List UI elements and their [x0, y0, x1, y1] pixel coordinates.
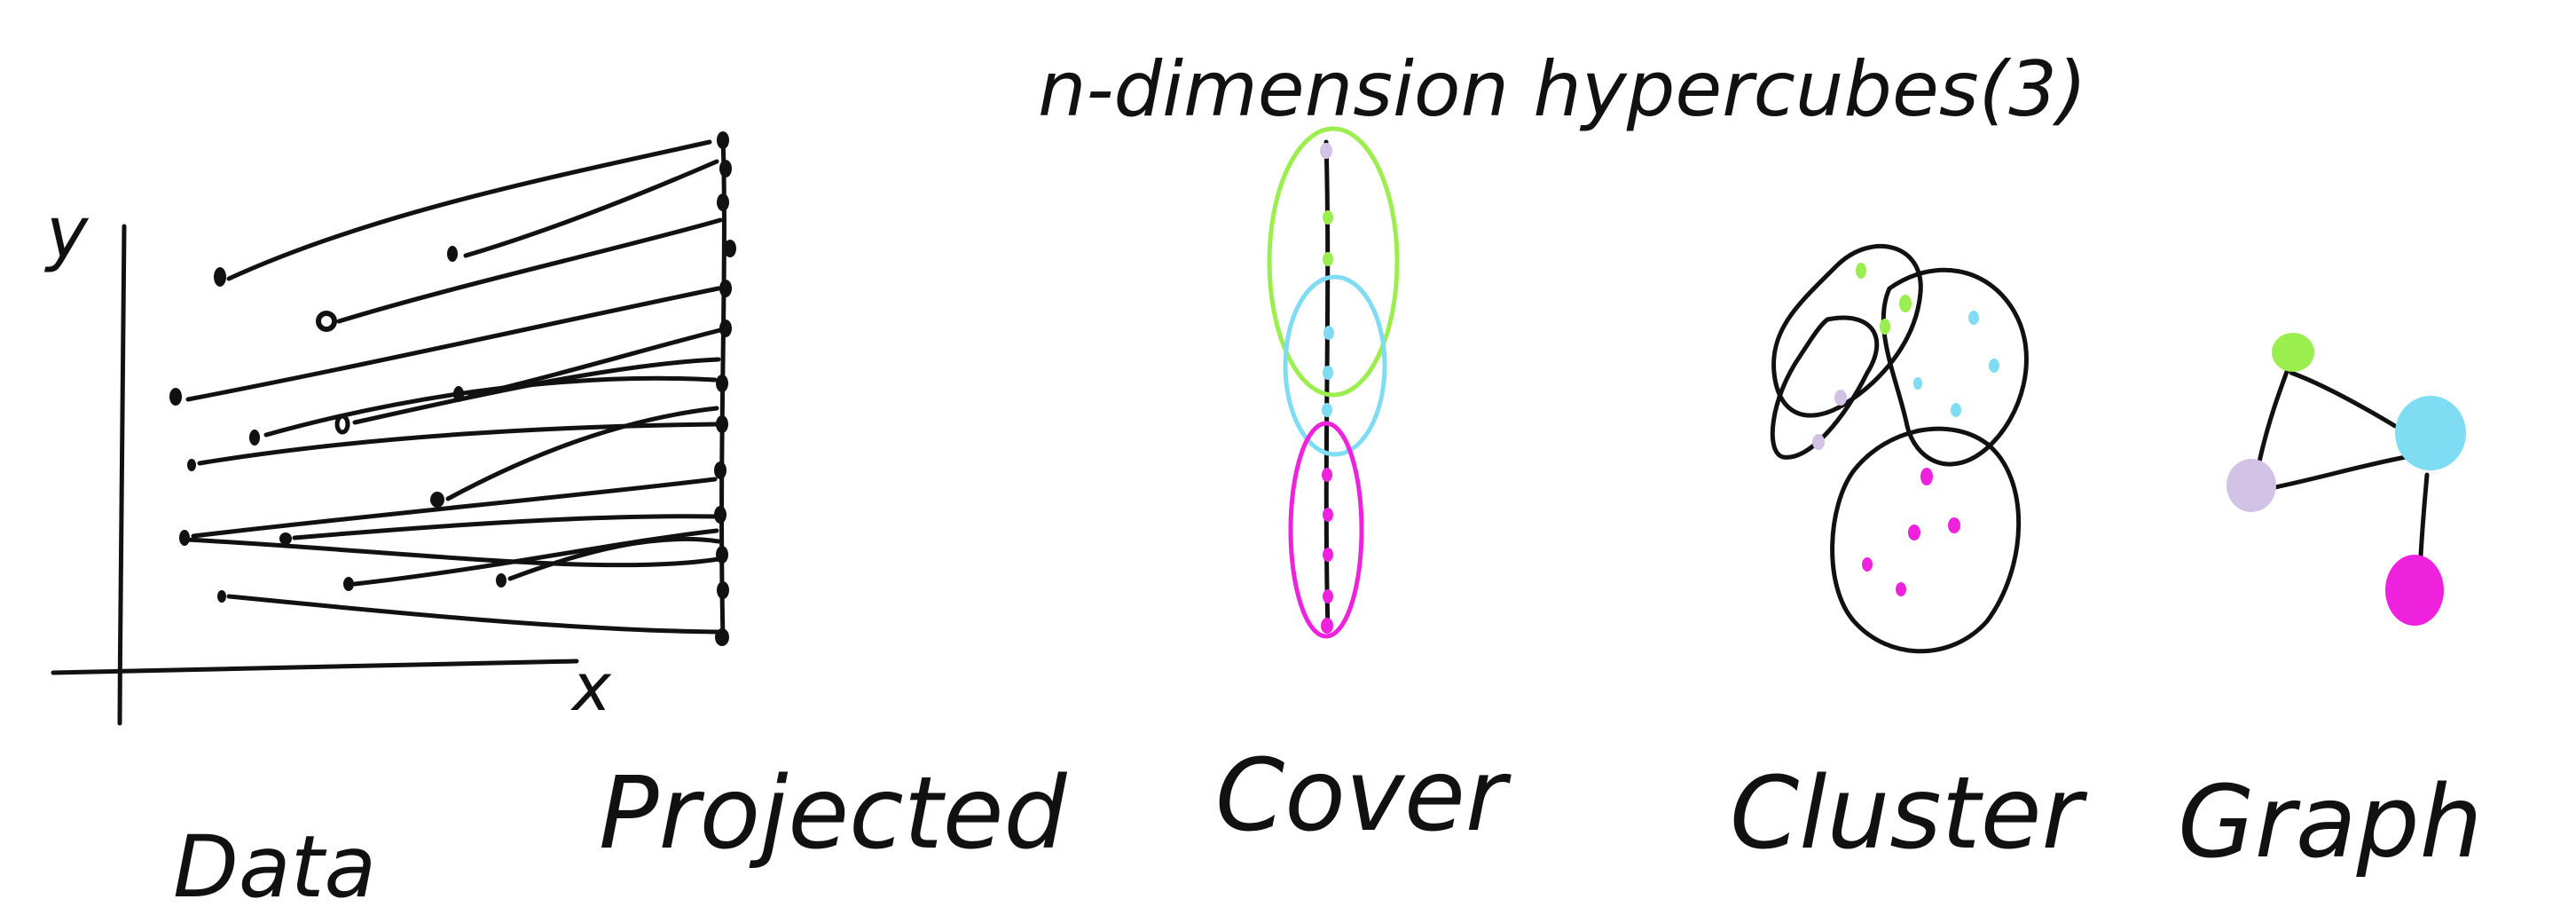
graph-edge — [2289, 370, 2398, 429]
y-axis-label: y — [44, 192, 90, 274]
x-axis-label: x — [570, 650, 612, 726]
cover-point — [1323, 548, 1333, 562]
data-point — [249, 430, 260, 446]
stage-label-data: Data — [173, 817, 376, 915]
graph-node-cyan — [2395, 396, 2466, 470]
projected-point — [715, 628, 729, 646]
cluster-point — [1862, 557, 1873, 572]
cover-point — [1322, 468, 1332, 482]
projected-point — [719, 160, 732, 177]
cover-points — [1320, 143, 1334, 634]
cover-point — [1323, 252, 1333, 266]
projected-points — [714, 131, 736, 646]
data-point — [496, 573, 507, 588]
cover-interval-cyan — [1283, 274, 1387, 457]
cluster-point — [1834, 390, 1847, 406]
projected-point — [716, 546, 728, 564]
graph-edge — [2255, 352, 2296, 473]
graph-node-magenta — [2385, 555, 2444, 626]
stage-label-cover: Cover — [1215, 738, 1512, 854]
diagram-title: n-dimension hypercubes(3) — [1038, 45, 2087, 134]
cluster-points — [1812, 263, 1999, 596]
projected-point — [714, 461, 726, 479]
x-axis — [51, 659, 579, 675]
cover-point — [1323, 366, 1333, 380]
data-point — [214, 267, 226, 287]
data-point — [343, 577, 354, 591]
graph-edge — [2268, 454, 2408, 491]
data-point — [187, 459, 196, 471]
projected-point — [724, 240, 736, 257]
data-point — [169, 388, 182, 406]
data-axes: y x — [44, 192, 612, 726]
cluster-point — [1899, 295, 1912, 312]
projected-point — [716, 375, 728, 392]
cover-point — [1323, 589, 1333, 603]
cluster-point — [1812, 434, 1825, 450]
cluster-point — [1913, 377, 1922, 390]
data-point — [279, 532, 292, 545]
data-point — [217, 590, 226, 603]
cluster-loop-magenta — [1830, 426, 2022, 654]
cluster-point — [1989, 359, 1999, 373]
data-points — [169, 246, 507, 603]
projected-point — [714, 506, 726, 524]
cluster-point — [1968, 311, 1979, 325]
projected-point — [719, 280, 732, 297]
cluster-loop-lavender — [1770, 315, 1880, 460]
stage-label-projected: Projected — [599, 756, 1068, 872]
cluster-point — [1880, 319, 1890, 335]
projection-lines — [184, 139, 723, 635]
cover-interval-green — [1267, 126, 1400, 398]
projected-point — [717, 131, 729, 149]
data-point — [447, 246, 458, 262]
cover-point — [1320, 143, 1332, 159]
cluster-loop-green — [1771, 244, 1923, 418]
y-axis — [117, 224, 127, 726]
cluster-point — [1951, 403, 1961, 417]
projected-point — [717, 581, 729, 599]
cover-interval-magenta — [1288, 421, 1364, 639]
stage-label-graph: Graph — [2178, 765, 2483, 880]
data-point — [430, 492, 444, 508]
cover-point — [1323, 508, 1333, 522]
graph-panel — [2227, 333, 2466, 626]
cluster-point — [1856, 263, 1866, 279]
cluster-point — [1896, 582, 1906, 596]
cluster-point — [1948, 517, 1960, 533]
cluster-point — [1920, 468, 1933, 485]
cover-panel — [1267, 126, 1400, 639]
projected-point — [719, 319, 732, 337]
projected-point — [717, 193, 729, 211]
data-point — [316, 311, 337, 332]
graph-node-lavender — [2227, 459, 2276, 512]
cluster-panel — [1770, 244, 2029, 654]
cover-point — [1322, 403, 1332, 417]
cluster-point — [1908, 525, 1920, 540]
cover-point — [1323, 210, 1333, 225]
stage-label-cluster: Cluster — [1730, 756, 2087, 872]
cover-point — [1323, 326, 1334, 340]
graph-node-green — [2272, 333, 2314, 372]
projected-point — [716, 415, 728, 433]
cover-point — [1321, 618, 1333, 634]
